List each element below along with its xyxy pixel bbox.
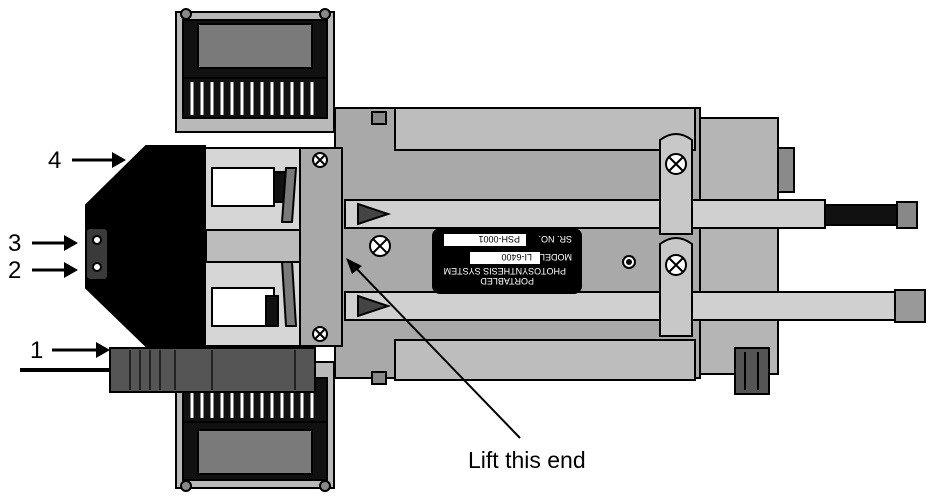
lift-this-end-label: Lift this end bbox=[468, 447, 586, 473]
callout-arrows bbox=[32, 152, 521, 439]
cable-connector bbox=[20, 347, 316, 393]
bnc-port bbox=[734, 347, 770, 395]
light-source-head bbox=[85, 145, 206, 347]
callout-4: 4 bbox=[48, 147, 61, 174]
nameplate-sr-value: PSH-0001 bbox=[478, 234, 520, 244]
indicator-dot bbox=[622, 255, 636, 269]
nameplate-model-value: LI-6400 bbox=[501, 252, 532, 262]
nameplate-line1: PHOTOSYNTHESIS SYSTEM bbox=[444, 266, 566, 276]
main-housing bbox=[334, 107, 795, 385]
lamp-chamber bbox=[191, 147, 343, 347]
nameplate-sr-label: SR. NO. bbox=[538, 234, 572, 244]
nameplate: SR. NO. PSH-0001 MODEL LI-6400 PHOTOSYNT… bbox=[432, 228, 582, 294]
housing-screw bbox=[369, 235, 391, 257]
top-heatsink bbox=[175, 8, 335, 133]
callout-1: 1 bbox=[30, 337, 43, 364]
nameplate-line2: PORTABLED bbox=[480, 276, 534, 286]
tubes bbox=[344, 199, 926, 323]
nameplate-model-label: MODEL bbox=[540, 252, 572, 262]
callout-3: 3 bbox=[8, 230, 21, 257]
callout-2: 2 bbox=[8, 257, 21, 284]
tube-clamps bbox=[659, 133, 693, 337]
